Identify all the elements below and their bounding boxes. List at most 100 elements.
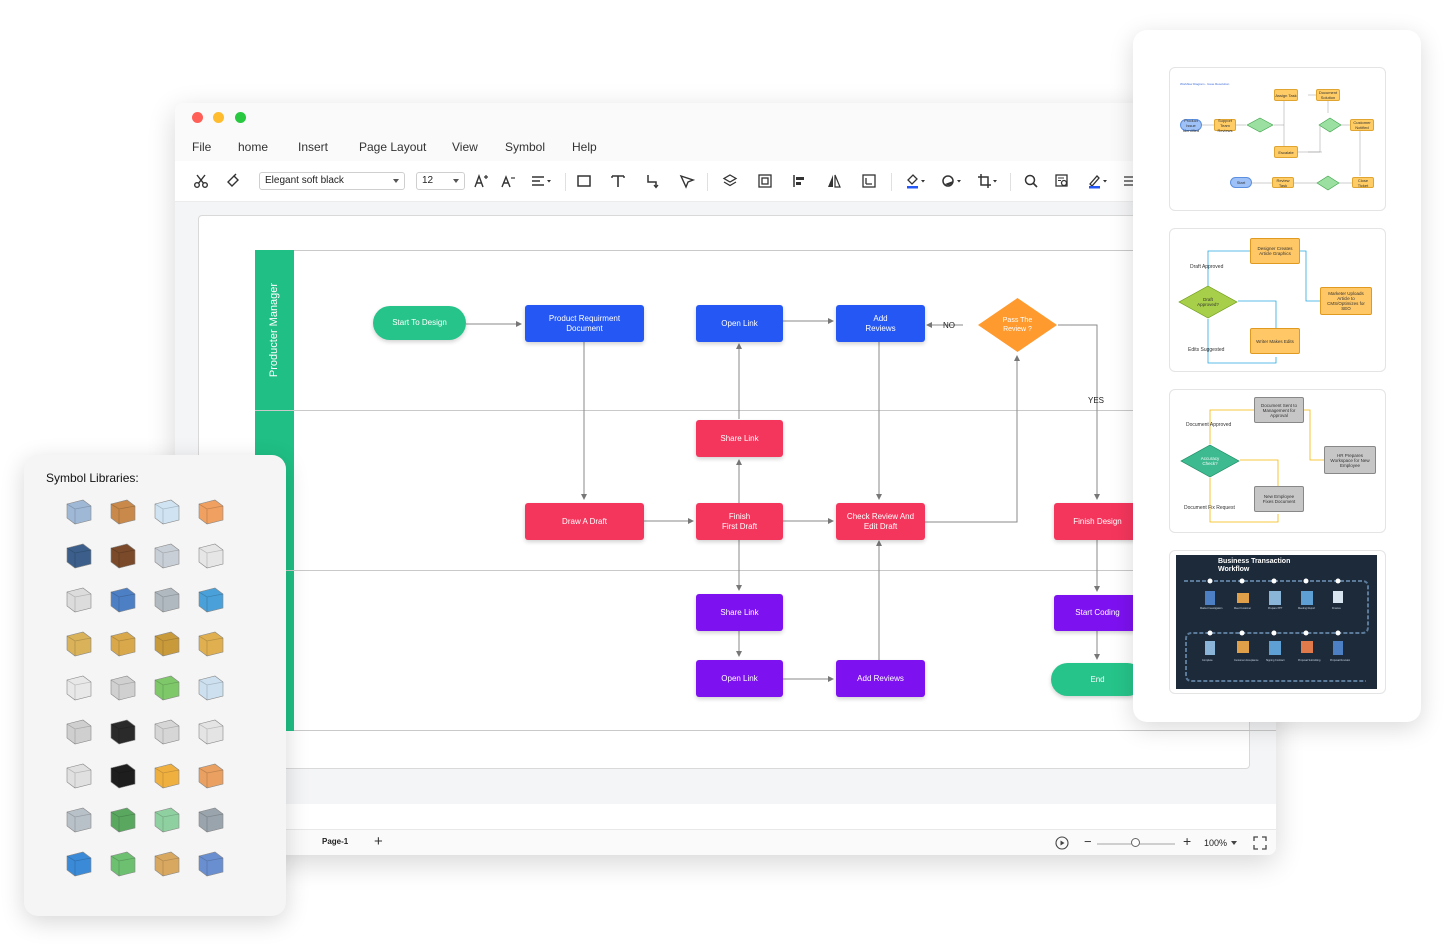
cloud-server-icon[interactable] (148, 495, 184, 527)
node-share-link[interactable]: Share Link (696, 420, 783, 457)
search-icon[interactable] (1019, 169, 1043, 193)
open-folder-icon[interactable] (192, 627, 228, 659)
person-box-icon[interactable] (148, 847, 184, 879)
cardboard-box-icon[interactable] (104, 495, 140, 527)
node-start-to-design[interactable]: Start To Design (373, 306, 466, 340)
node-add-reviews[interactable]: Add Reviews (836, 305, 925, 342)
node-draw-a-draft[interactable]: Draw A Draft (525, 503, 644, 540)
person-figure-icon[interactable] (60, 759, 96, 791)
template-card-employee-onboarding[interactable]: Document Sent to Management for Approval… (1169, 389, 1386, 533)
node-finish-design[interactable]: Finish Design (1054, 503, 1141, 540)
fill-color-icon[interactable] (901, 169, 931, 193)
pointer-icon[interactable] (675, 169, 699, 193)
fullscreen-icon[interactable] (1253, 836, 1267, 850)
menu-file[interactable]: File (192, 140, 212, 154)
align-left-icon[interactable] (787, 169, 811, 193)
template-node-doc-sent: Document Sent to Management for Approval (1254, 397, 1304, 423)
template-card-issue-resolution[interactable]: Workflow Diagram - Issue Resolution Prod… (1169, 67, 1386, 211)
symbol-libraries-panel: Symbol Libraries: (24, 455, 286, 916)
maximize-window-button[interactable] (235, 112, 246, 123)
node-pass-the-review-decision[interactable]: Pass The Review ? (977, 297, 1058, 353)
more-icon[interactable] (1117, 169, 1141, 193)
report-chart-icon[interactable] (148, 759, 184, 791)
template-card-article-workflow[interactable]: Designer Creates Article Graphics Draft … (1169, 228, 1386, 372)
papers-icon[interactable] (60, 583, 96, 615)
shopping-cart-person-icon[interactable] (148, 583, 184, 615)
zoom-slider-handle[interactable] (1131, 838, 1140, 847)
node-share-link-2[interactable]: Share Link (696, 594, 783, 631)
text-icon[interactable] (606, 169, 630, 193)
symbol-libraries-title: Symbol Libraries: (46, 471, 139, 485)
menu-page-layout[interactable]: Page Layout (359, 140, 427, 154)
node-end[interactable]: End (1051, 663, 1144, 696)
money-icon[interactable] (148, 803, 184, 835)
approved-ticket-icon[interactable] (148, 671, 184, 703)
node-open-link[interactable]: Open Link (696, 305, 783, 342)
blue-binder-icon[interactable] (104, 583, 140, 615)
desktop-computer-icon[interactable] (60, 539, 96, 571)
rectangle-icon[interactable] (572, 169, 596, 193)
zoom-level[interactable]: 100% (1204, 838, 1228, 848)
line-color-icon[interactable] (1083, 169, 1113, 193)
find-replace-icon[interactable] (1050, 169, 1074, 193)
globe-upload-icon[interactable] (60, 847, 96, 879)
node-finish-first-draft[interactable]: Finish First Draft (696, 503, 783, 540)
node-open-link-2[interactable]: Open Link (696, 660, 783, 697)
tablet-icon[interactable] (60, 715, 96, 747)
font-shrink-icon[interactable] (496, 169, 520, 193)
font-size-select[interactable]: 12 (416, 172, 465, 190)
internet-mail-icon[interactable] (192, 583, 228, 615)
cloud-upload-icon[interactable] (104, 847, 140, 879)
documents-icon[interactable] (60, 495, 96, 527)
shape-style-icon[interactable] (937, 169, 967, 193)
node-product-requirement-document[interactable]: Product Requirment Document (525, 305, 644, 342)
minimize-window-button[interactable] (213, 112, 224, 123)
add-page-button[interactable]: + (374, 833, 383, 850)
crop-icon[interactable] (973, 169, 1003, 193)
cd-disc-icon[interactable] (148, 539, 184, 571)
invoice-icon[interactable] (60, 671, 96, 703)
folder-icon[interactable] (104, 627, 140, 659)
font-family-select[interactable]: Elegant soft black (259, 172, 405, 190)
dark-tablet-icon[interactable] (104, 715, 140, 747)
web-form-icon[interactable] (192, 847, 228, 879)
spreadsheet-icon[interactable] (104, 803, 140, 835)
text-document-icon[interactable] (192, 539, 228, 571)
layers-icon[interactable] (718, 169, 742, 193)
zoom-out-button[interactable]: − (1084, 834, 1092, 849)
handshake-icon[interactable] (192, 495, 228, 527)
smartphone-icon[interactable] (104, 759, 140, 791)
play-icon[interactable] (1055, 836, 1069, 850)
envelope-icon[interactable] (60, 627, 96, 659)
node-start-coding[interactable]: Start Coding (1054, 595, 1141, 631)
pie-chart-doc-icon[interactable] (192, 759, 228, 791)
mail-icon[interactable] (192, 671, 228, 703)
text-align-icon[interactable] (527, 169, 557, 193)
folder-stack-icon[interactable] (148, 627, 184, 659)
menu-home[interactable]: home (238, 140, 269, 154)
chevron-down-icon[interactable] (1231, 841, 1237, 845)
server-gear-icon[interactable] (60, 803, 96, 835)
node-add-reviews-2[interactable]: Add Reviews (836, 660, 925, 697)
page-tab[interactable]: Page-1 (322, 837, 349, 846)
menu-help[interactable]: Help (572, 140, 597, 154)
connector-icon[interactable] (641, 169, 665, 193)
format-painter-icon[interactable] (221, 169, 245, 193)
cut-icon[interactable] (189, 169, 213, 193)
zoom-in-button[interactable]: + (1183, 833, 1192, 849)
menu-view[interactable]: View (452, 140, 478, 154)
usb-drive-icon[interactable] (192, 803, 228, 835)
menu-insert[interactable]: Insert (298, 140, 329, 154)
frame-icon[interactable] (857, 169, 881, 193)
group-icon[interactable] (753, 169, 777, 193)
font-grow-icon[interactable] (469, 169, 493, 193)
menu-symbol[interactable]: Symbol (505, 140, 546, 154)
close-window-button[interactable] (192, 112, 203, 123)
standing-person-icon[interactable] (192, 715, 228, 747)
node-check-review-and-edit-draft[interactable]: Check Review And Edit Draft (836, 503, 925, 540)
template-card-business-transaction[interactable]: Business Transaction Workflow Market Inv… (1169, 550, 1386, 694)
person-desk-icon[interactable] (148, 715, 184, 747)
fax-paper-icon[interactable] (104, 671, 140, 703)
wooden-crate-icon[interactable] (104, 539, 140, 571)
flip-icon[interactable] (822, 169, 846, 193)
